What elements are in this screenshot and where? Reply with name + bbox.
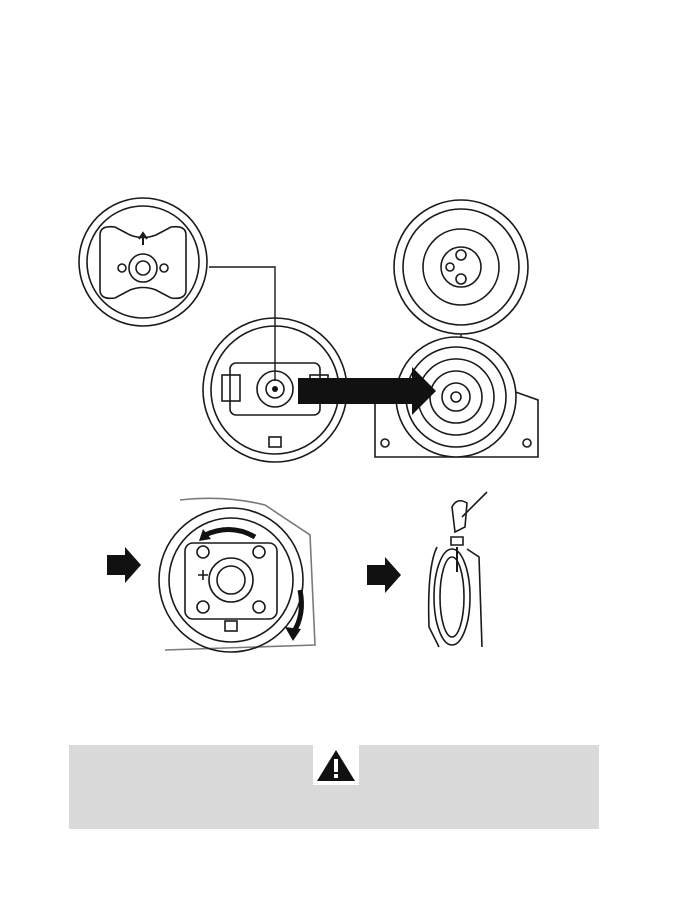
screwdriver-diagram: [367, 487, 497, 657]
wheel-to-base-diagram: [70, 195, 550, 470]
warning-box: [69, 745, 599, 829]
wheel-to-base-svg: [70, 195, 550, 470]
rotate-arrow-icon: [285, 627, 301, 641]
base-shaft-zoom-circle: [394, 200, 528, 334]
warning-triangle-icon: [313, 745, 359, 785]
wheel-rotate-svg: [105, 495, 330, 655]
warning-icon-container: [313, 745, 359, 785]
screw-tighten-svg: [367, 487, 497, 657]
step-arrow-icon-2: [367, 557, 401, 593]
step-arrow-icon: [107, 547, 141, 583]
wheel-hub-zoom-circle: [79, 198, 207, 326]
rotate-arrows-diagram: [105, 495, 330, 655]
